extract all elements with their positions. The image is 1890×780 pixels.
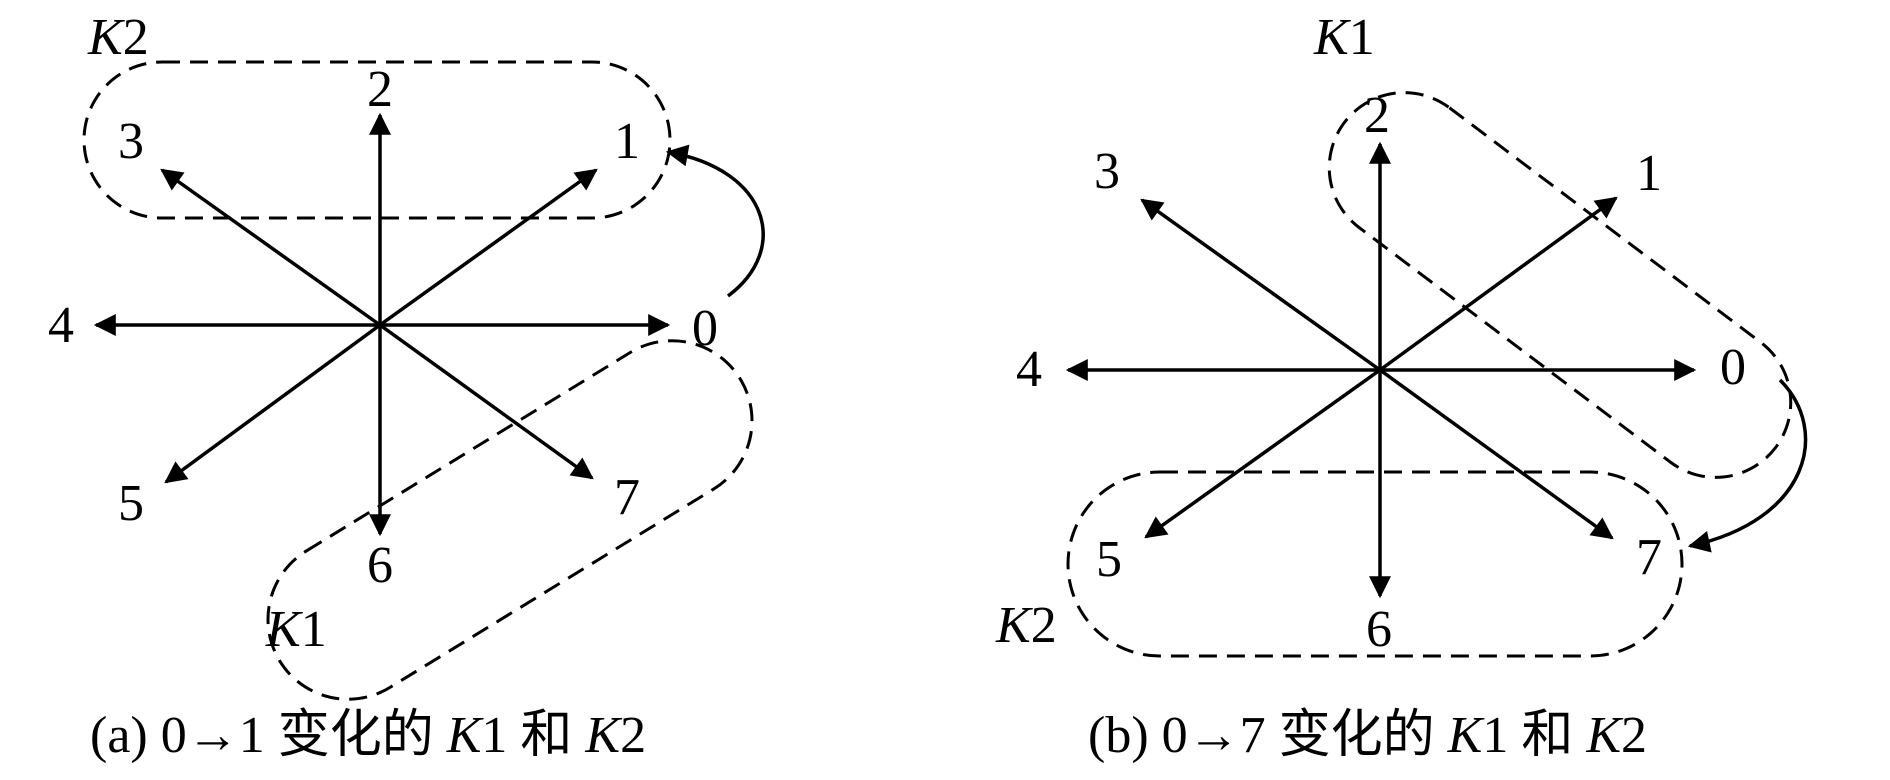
label-dir-4-a: 4 bbox=[48, 297, 74, 354]
arrow-dir-5-a bbox=[164, 323, 382, 484]
panel-b: 0 1 2 3 4 5 6 7 K1 K2 (b) 0→7 变化的 K1 和 K… bbox=[995, 9, 1808, 764]
label-dir-6-a: 6 bbox=[367, 537, 393, 594]
direction-labels-a: 0 1 2 3 4 5 6 7 bbox=[48, 61, 718, 594]
label-dir-4-b: 4 bbox=[1016, 341, 1042, 398]
group-k1-boundary-b bbox=[1327, 91, 1793, 479]
label-dir-6-b: 6 bbox=[1366, 601, 1392, 658]
panel-a: 0 1 2 3 4 5 6 7 K2 K1 (a) 0→1 变化的 K1 和 K… bbox=[48, 9, 765, 764]
arrow-dir-3-a bbox=[160, 168, 382, 327]
group-k1-label-a: K1 bbox=[265, 601, 327, 658]
arrow-dir-7-b bbox=[1378, 368, 1614, 540]
arrow-dir-1-b bbox=[1378, 196, 1618, 372]
label-dir-0-b: 0 bbox=[1720, 339, 1746, 396]
label-dir-1-b: 1 bbox=[1636, 145, 1662, 202]
group-k2-boundary-b bbox=[1066, 470, 1684, 658]
group-k2-label-b: K2 bbox=[995, 597, 1057, 654]
caption-b: (b) 0→7 变化的 K1 和 K2 bbox=[1088, 707, 1647, 764]
caption-a: (a) 0→1 变化的 K1 和 K2 bbox=[90, 707, 646, 764]
arrow-dir-5-b bbox=[1144, 368, 1382, 539]
label-dir-2-b: 2 bbox=[1364, 87, 1390, 144]
direction-arrows-b bbox=[1065, 141, 1808, 599]
direction-arrows-a bbox=[93, 112, 765, 537]
label-dir-2-a: 2 bbox=[367, 61, 393, 118]
label-dir-3-b: 3 bbox=[1094, 143, 1120, 200]
arrow-dir-3-b bbox=[1140, 198, 1382, 372]
arrow-dir-1-a bbox=[378, 168, 598, 327]
label-dir-7-a: 7 bbox=[614, 469, 640, 526]
transition-arrow-b bbox=[1687, 378, 1808, 553]
arrow-dir-7-a bbox=[378, 323, 594, 480]
group-k2-label-a: K2 bbox=[87, 9, 149, 66]
label-dir-7-b: 7 bbox=[1636, 529, 1662, 586]
label-dir-3-a: 3 bbox=[118, 113, 144, 170]
label-dir-5-b: 5 bbox=[1096, 531, 1122, 588]
label-dir-1-a: 1 bbox=[614, 113, 640, 170]
transition-arrow-a bbox=[665, 144, 765, 298]
direction-labels-b: 0 1 2 3 4 5 6 7 bbox=[1016, 87, 1746, 658]
label-dir-0-a: 0 bbox=[692, 300, 718, 357]
group-k1-label-b: K1 bbox=[1313, 9, 1375, 66]
group-k1-boundary-a bbox=[266, 339, 754, 701]
label-dir-5-a: 5 bbox=[118, 475, 144, 532]
